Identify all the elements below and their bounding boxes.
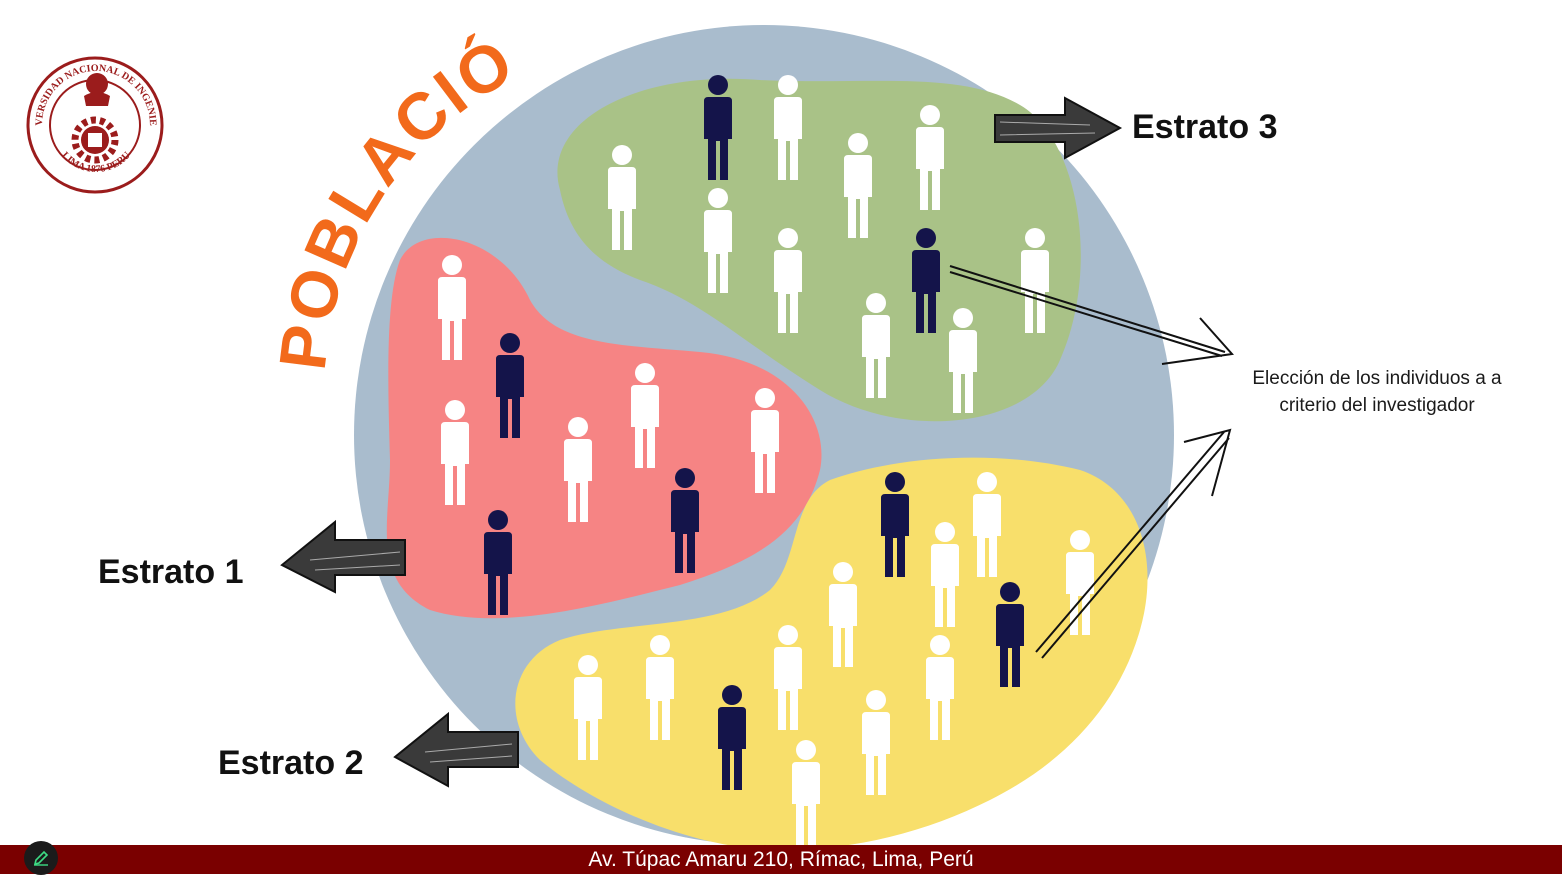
selected-person-icon (484, 510, 512, 615)
person-icon (564, 417, 592, 522)
footer-bar: Av. Túpac Amaru 210, Rímac, Lima, Perú (0, 845, 1562, 874)
person-icon (774, 228, 802, 333)
person-icon (862, 690, 890, 795)
selected-person-icon (496, 333, 524, 438)
selected-person-icon (881, 472, 909, 577)
stratum-3-arrow (994, 96, 1123, 160)
gear-icon (71, 116, 119, 164)
selected-person-icon (996, 582, 1024, 687)
person-icon (646, 635, 674, 740)
selected-person-icon (718, 685, 746, 790)
person-icon (751, 388, 779, 493)
university-logo: UNIVERSIDAD NACIONAL DE INGENIERIA LIMA … (0, 0, 164, 194)
edit-button[interactable] (24, 841, 58, 875)
person-icon (438, 255, 466, 360)
selection-note: Elección de los individuos a a criterio … (1252, 368, 1502, 416)
selection-arrow-green-head (1161, 317, 1234, 365)
selected-person-icon (671, 468, 699, 573)
person-icon (926, 635, 954, 740)
person-icon (931, 522, 959, 627)
people-layer (438, 75, 1094, 845)
footer-address: Av. Túpac Amaru 210, Rímac, Lima, Perú (588, 848, 974, 871)
logo-text-top: UNIVERSIDAD NACIONAL DE INGENIERIA (0, 0, 158, 126)
person-icon (1021, 228, 1049, 333)
person-icon (631, 363, 659, 468)
person-icon (574, 655, 602, 760)
selection-arrow-yellow-head (1183, 428, 1232, 497)
selected-person-icon (704, 75, 732, 180)
stratum-2-label: Estrato 2 (218, 744, 364, 782)
stratum-1-label: Estrato 1 (98, 553, 244, 591)
pencil-icon (33, 850, 49, 866)
person-icon (829, 562, 857, 667)
selected-person-icon (912, 228, 940, 333)
person-icon (774, 625, 802, 730)
person-icon (792, 740, 820, 845)
person-icon (704, 188, 732, 293)
person-icon (973, 472, 1001, 577)
person-icon (862, 293, 890, 398)
person-icon (441, 400, 469, 505)
person-icon (844, 133, 872, 238)
person-icon (916, 105, 944, 210)
person-icon (949, 308, 977, 413)
selection-arrows (949, 265, 1234, 659)
person-icon (774, 75, 802, 180)
selection-arrow-green (949, 265, 1226, 357)
person-icon (1066, 530, 1094, 635)
person-icon (608, 145, 636, 250)
stratum-1-arrow (280, 519, 406, 594)
stratum-2-arrow (393, 711, 519, 788)
helmet-head-icon (84, 73, 110, 106)
selection-arrow-yellow (1035, 431, 1230, 659)
stratum-3-label: Estrato 3 (1132, 108, 1278, 146)
